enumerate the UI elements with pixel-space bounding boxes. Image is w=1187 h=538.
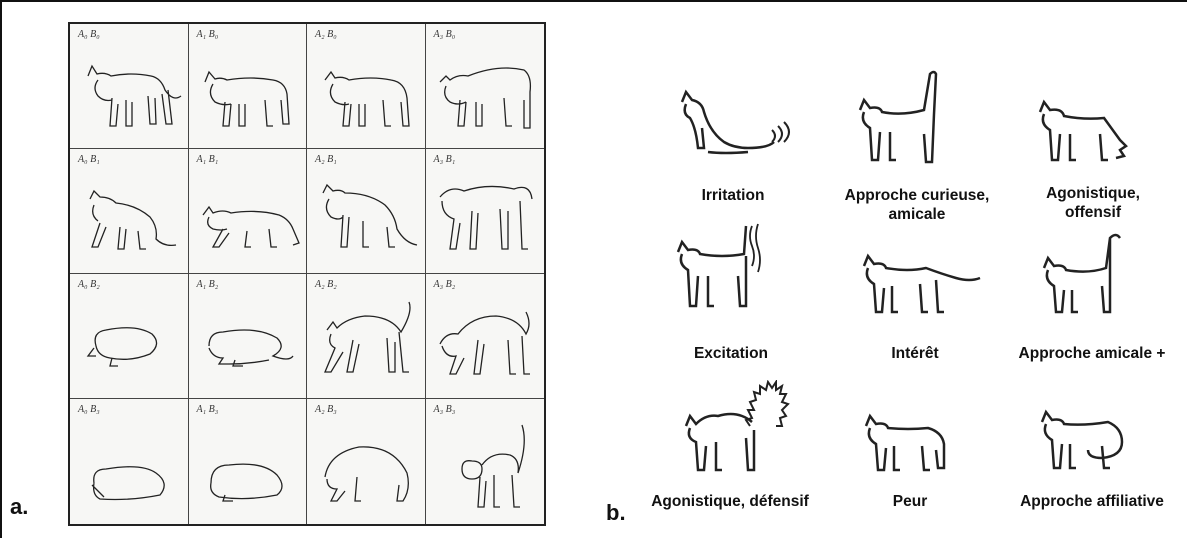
cell-label: A₃ B₂	[433, 279, 456, 290]
cat-interest-illustration	[862, 253, 981, 314]
cat-low-walk-illustration	[201, 205, 300, 248]
grid-cell: A₁ B₃	[189, 399, 307, 524]
cell-label: A₁ B₀	[196, 29, 219, 40]
cat-irritation-illustration	[680, 89, 790, 155]
cat-standing-illustration	[439, 67, 531, 129]
grid-cell: A₁ B₂	[188, 274, 307, 399]
cell-label: A₂ B₂	[315, 279, 337, 290]
grid-cell: A₀ B₁	[70, 149, 189, 274]
cat-crouched-illustration	[207, 329, 294, 367]
panel-b-label: b.	[606, 500, 626, 525]
grid-cell: A₃ B₃	[426, 399, 545, 524]
cat-arched-hissing-illustration	[438, 311, 530, 375]
cell-label: A₃ B₀	[433, 29, 456, 40]
caption-agonistique-defensif: Agonistique, défensif	[651, 493, 809, 510]
grid-cell: A₂ B₂	[307, 274, 426, 399]
grid-cell: A₃ B₀	[425, 24, 544, 149]
grid-cell: A₁ B₀	[188, 24, 307, 149]
caption-excitation: Excitation	[693, 345, 769, 362]
cat-agonistic-defensive-illustration	[684, 380, 790, 472]
cell-label: A₁ B₃	[196, 404, 219, 415]
cat-fear-illustration	[864, 413, 946, 472]
grid-cell: A₃ B₂	[425, 274, 544, 399]
cat-hunched-illustration	[324, 446, 409, 502]
panel-a-label: a.	[10, 494, 29, 519]
cell-label: A₀ B₀	[78, 29, 100, 40]
cat-standing-illustration	[324, 70, 410, 127]
grid-cell: A₃ B₁	[425, 149, 544, 274]
cell-label: A₂ B₃	[315, 404, 337, 415]
caption-approche-curieuse: Approche curieuse, amicale	[844, 187, 990, 223]
grid-cell: A₁ B₁	[188, 149, 307, 274]
cat-agonistic-offensive-illustration	[1038, 99, 1128, 162]
cat-flattened-illustration	[91, 466, 165, 501]
figure-border-left	[0, 0, 2, 538]
cat-curious-illustration	[858, 70, 938, 164]
grid-cell: A₂ B₃	[307, 399, 426, 524]
posture-grid-a: A₀ B₀ A₁ B₀ A₂ B₀ A₃ B₀ A₀ B₁ A₁ B₁ A₂ B…	[68, 22, 546, 526]
grid-cell: A₀ B₀	[70, 24, 189, 149]
cat-crouching-illustration	[89, 189, 177, 250]
cat-affiliative-illustration	[1040, 409, 1124, 470]
caption-interet: Intérêt	[891, 345, 939, 362]
cat-excitation-illustration	[676, 223, 761, 308]
caption-peur: Peur	[892, 493, 928, 510]
cell-label: A₀ B₂	[78, 279, 100, 290]
cell-label: A₁ B₁	[196, 154, 219, 165]
grid-cell: A₀ B₂	[70, 274, 189, 399]
figure-border-top	[0, 0, 1187, 2]
cell-label: A₂ B₁	[315, 154, 337, 165]
cat-friendly-plus-illustration	[1042, 233, 1122, 314]
cell-label: A₃ B₃	[433, 404, 456, 415]
grid-cell: A₀ B₃	[70, 399, 189, 524]
cell-label: A₀ B₁	[78, 154, 100, 165]
cell-label: A₃ B₁	[433, 154, 456, 165]
caption-approche-amicale-plus: Approche amicale +	[1018, 345, 1166, 362]
caption-approche-affiliative: Approche affiliative	[1020, 493, 1164, 510]
cat-arched-illustration	[324, 301, 411, 373]
cat-standing-illustration	[203, 70, 290, 127]
cell-label: A₂ B₀	[315, 29, 337, 40]
cat-low-walk-illustration	[322, 183, 418, 248]
grid-cell: A₂ B₀	[307, 24, 426, 149]
cat-flattened-illustration	[209, 463, 283, 502]
caption-agonistique-offensif: Agonistique, offensif	[1046, 185, 1140, 221]
cat-hissing-illustration	[439, 185, 533, 250]
cell-label: A₁ B₂	[196, 279, 219, 290]
cat-standing-illustration	[87, 64, 182, 127]
cat-crouched-illustration	[86, 327, 158, 367]
cat-full-arch-illustration	[460, 424, 525, 508]
cell-label: A₀ B₃	[78, 404, 100, 415]
grid-cell: A₂ B₁	[307, 149, 426, 274]
caption-irritation: Irritation	[701, 187, 765, 204]
